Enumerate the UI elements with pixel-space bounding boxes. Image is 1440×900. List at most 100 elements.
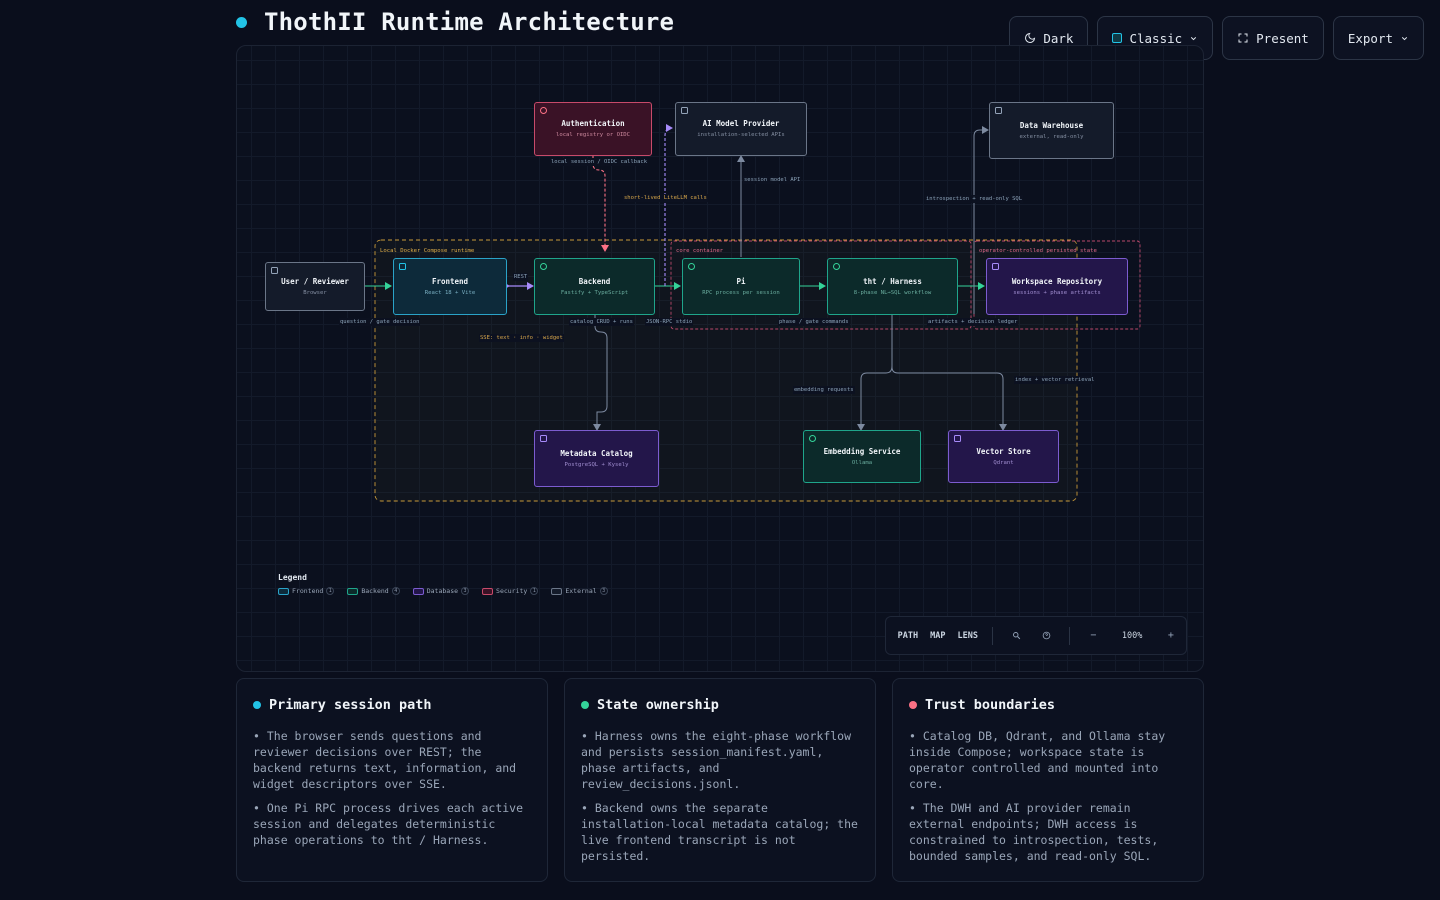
node-workspace-repository[interactable]: Workspace Repository sessions + phase ar… [986,258,1128,315]
gear-icon [688,263,695,270]
help-icon [1042,631,1051,640]
node-backend[interactable]: Backend Fastify + TypeScript [534,258,655,315]
card-primary-session-path: Primary session path • The browser sends… [236,678,548,882]
node-embedding-service[interactable]: Embedding Service Ollama [803,430,921,483]
warehouse-icon [995,107,1002,114]
card-bullet: • Catalog DB, Qdrant, and Ollama stay in… [909,729,1166,791]
map-mode-button[interactable]: MAP [924,631,951,641]
legend-label: Database [426,587,459,595]
node-subtitle: 8-phase NL→SQL workflow [853,289,932,296]
title-dot [236,16,247,28]
legend-title: Legend [278,573,307,582]
legend-label: Backend [361,587,389,595]
node-user-reviewer[interactable]: User / Reviewer Browser [265,262,365,311]
search-button[interactable] [1001,631,1031,640]
legend: Legend Frontend 1 Backend 4 Database 3 S… [278,573,608,595]
legend-item-backend[interactable]: Backend 4 [347,587,400,595]
node-ai-model-provider[interactable]: AI Model Provider installation-selected … [675,102,807,156]
node-title: User / Reviewer [281,276,349,286]
edge-backend-catalog [593,314,608,431]
search-icon [1012,632,1020,640]
shield-icon [540,107,547,114]
node-subtitle: installation-selected APIs [697,132,785,139]
node-frontend[interactable]: Frontend React 18 + Vite [393,258,507,315]
divider [1069,626,1071,645]
card-dot [253,701,261,709]
card-title: State ownership [597,697,719,713]
node-title: AI Model Provider [702,119,780,129]
node-vector-store[interactable]: Vector Store Qdrant [948,430,1059,483]
cloud-icon [681,107,688,114]
legend-count: 3 [461,587,470,595]
security-swatch-icon [482,587,494,595]
database-icon [540,435,547,442]
node-pi[interactable]: Pi RPC process per session [682,258,800,315]
card-bullet: • Harness owns the eight-phase workflow … [581,729,852,791]
node-title: Authentication [561,119,625,129]
node-title: tht / Harness [863,276,922,286]
card-title: Trust boundaries [925,697,1056,713]
node-data-warehouse[interactable]: Data Warehouse external, read-only [989,102,1114,159]
edge-label-embedding: embedding requests [793,386,855,394]
edge-label-artifacts: artifacts + decision ledger [927,318,1019,326]
node-authentication[interactable]: Authentication local registry or OIDC [534,102,652,156]
legend-label: External [565,587,597,595]
edge-label-litellm: short-lived LiteLLM calls [623,194,708,202]
node-title: Workspace Repository [1011,276,1103,286]
chevron-down-icon [1401,36,1408,40]
edge-introspection [973,126,989,314]
core-group-label: core container [676,248,724,254]
card-bullet: • Backend owns the separate installation… [581,801,858,863]
node-title: Metadata Catalog [560,448,633,458]
node-subtitle: Ollama [851,459,873,466]
window-icon [399,263,406,270]
zoom-in-button[interactable]: + [1167,630,1174,641]
fullscreen-icon [1238,33,1248,43]
present-label: Present [1256,30,1309,46]
zoom-out-button[interactable]: − [1090,630,1097,641]
card-bullet: • The browser sends questions and review… [253,729,517,791]
edge-label-jsonrpc: JSON-RPC stdio [645,318,694,326]
node-title: Pi [736,276,746,286]
node-subtitle: Qdrant [993,459,1014,466]
node-title: Data Warehouse [1019,120,1084,130]
card-dot [909,701,917,709]
edge-label-vector: index + vector retrieval [1014,376,1096,384]
lens-mode-button[interactable]: LENS [952,631,984,641]
export-label: Export [1347,30,1393,46]
runtime-group-label: Local Docker Compose runtime [380,248,475,254]
legend-item-database[interactable]: Database 3 [412,587,470,595]
moon-icon [1025,32,1036,43]
edge-harness-embedding [857,365,893,431]
card-dot [581,701,589,709]
edge-litellm [664,124,673,286]
legend-item-security[interactable]: Security 1 [482,587,539,595]
legend-count: 1 [530,587,539,595]
diagram-canvas[interactable]: Local Docker Compose runtime core contai… [236,45,1204,672]
database-icon [992,263,999,270]
frontend-swatch-icon [278,587,289,595]
legend-count: 1 [326,587,335,595]
node-subtitle: sessions + phase artifacts [1013,289,1101,296]
legend-item-frontend[interactable]: Frontend 1 [278,587,335,595]
node-subtitle: PostgreSQL + Kysely [564,461,629,468]
card-bullet: • One Pi RPC process drives each active … [253,801,524,847]
present-button[interactable]: Present [1222,16,1324,60]
node-metadata-catalog[interactable]: Metadata Catalog PostgreSQL + Kysely [534,430,659,487]
theme-toggle-label: Dark [1043,30,1074,46]
backend-swatch-icon [347,587,359,595]
node-subtitle: RPC process per session [702,289,780,296]
core-container-boundary [670,240,972,330]
browser-icon [271,267,278,274]
node-harness[interactable]: tht / Harness 8-phase NL→SQL workflow [827,258,958,315]
persisted-group-label: operator-controlled persisted state [979,248,1097,254]
node-title: Backend [578,276,611,286]
help-button[interactable] [1031,631,1061,640]
card-bullet: • The DWH and AI provider remain externa… [909,801,1159,863]
edge-label-phase: phase / gate commands [778,318,850,326]
card-title: Primary session path [269,697,432,713]
edge-label-catalog-crud: catalog CRUD + runs [569,318,634,326]
export-button[interactable]: Export [1332,16,1424,60]
path-mode-button[interactable]: PATH [892,631,924,641]
legend-item-external[interactable]: External 3 [551,587,608,595]
